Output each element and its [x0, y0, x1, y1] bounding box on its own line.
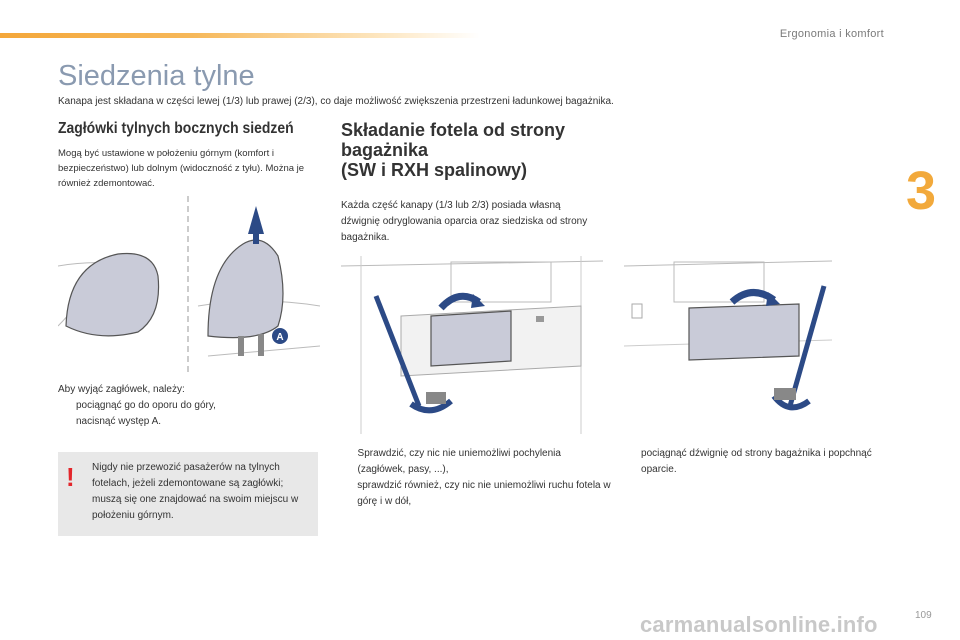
watermark: carmanualsonline.info	[640, 612, 878, 637]
trunk-left-drawing	[340, 256, 604, 434]
warning-icon: !	[66, 462, 75, 492]
bullet-icon	[58, 398, 68, 414]
heading-line: bagażnika	[341, 140, 429, 160]
step-text: pociągnąć dźwignię od strony bagażnika i…	[641, 448, 872, 475]
heading-line: Składanie fotela od strony	[341, 120, 566, 140]
headrest-drawing: A	[57, 196, 321, 372]
step-text: Sprawdzić, czy nic nie uniemożliwi pochy…	[357, 448, 561, 475]
warning-text: Nigdy nie przewozić pasażerów na tylnych…	[92, 462, 299, 521]
section-title: Ergonomia i komfort	[779, 28, 884, 40]
headrest-instructions: Aby wyjąć zagłówek, należy: pociągnąć go…	[58, 382, 318, 430]
page-number: 109	[915, 610, 932, 621]
chapter-number: 3	[906, 161, 937, 221]
header-accent-bar	[0, 33, 480, 38]
headrest-paragraph: Mogą być ustawione w położeniu górnym (k…	[58, 148, 305, 189]
instruction-text: nacisnąć występ A.	[76, 416, 162, 427]
warning-box: ! Nigdy nie przewozić pasażerów na tylny…	[58, 452, 318, 536]
step-item: Sprawdzić, czy nic nie uniemożliwi pochy…	[341, 446, 611, 478]
fold-seat-paragraph: Każda część kanapy (1/3 lub 2/3) posiada…	[341, 200, 588, 243]
steps-column-a: Sprawdzić, czy nic nie uniemożliwi pochy…	[341, 446, 611, 510]
headrest-heading: Zagłówki tylnych bocznych siedzeń	[58, 120, 294, 137]
bullet-icon	[624, 446, 633, 478]
intro-text: Kanapa jest składana w części lewej (1/3…	[58, 96, 614, 107]
bullet-icon	[341, 478, 349, 510]
page-title: Siedzenia tylne	[58, 60, 255, 92]
headrest-illustration: A	[57, 196, 321, 372]
instructions-intro: Aby wyjąć zagłówek, należy:	[58, 384, 185, 395]
bullet-icon	[341, 446, 350, 478]
trunk-illustration-left	[340, 256, 604, 434]
instruction-item: nacisnąć występ A.	[58, 414, 318, 430]
trunk-illustration-right	[623, 256, 833, 434]
instruction-text: pociągnąć go do oporu do góry,	[76, 400, 216, 411]
steps-column-b: pociągnąć dźwignię od strony bagażnika i…	[624, 446, 884, 478]
label-a-text: A	[276, 332, 283, 343]
step-item: pociągnąć dźwignię od strony bagażnika i…	[624, 446, 884, 478]
step-text: sprawdzić również, czy nic nie uniemożli…	[357, 480, 611, 507]
step-item: sprawdzić również, czy nic nie uniemożli…	[341, 478, 611, 510]
heading-line: (SW i RXH spalinowy)	[341, 160, 528, 180]
instruction-item: pociągnąć go do oporu do góry,	[58, 398, 318, 414]
trunk-right-drawing	[623, 260, 833, 411]
fold-seat-heading: Składanie fotela od strony bagażnika (SW…	[341, 120, 601, 180]
bullet-icon	[58, 414, 68, 430]
label-a-marker	[272, 328, 288, 344]
